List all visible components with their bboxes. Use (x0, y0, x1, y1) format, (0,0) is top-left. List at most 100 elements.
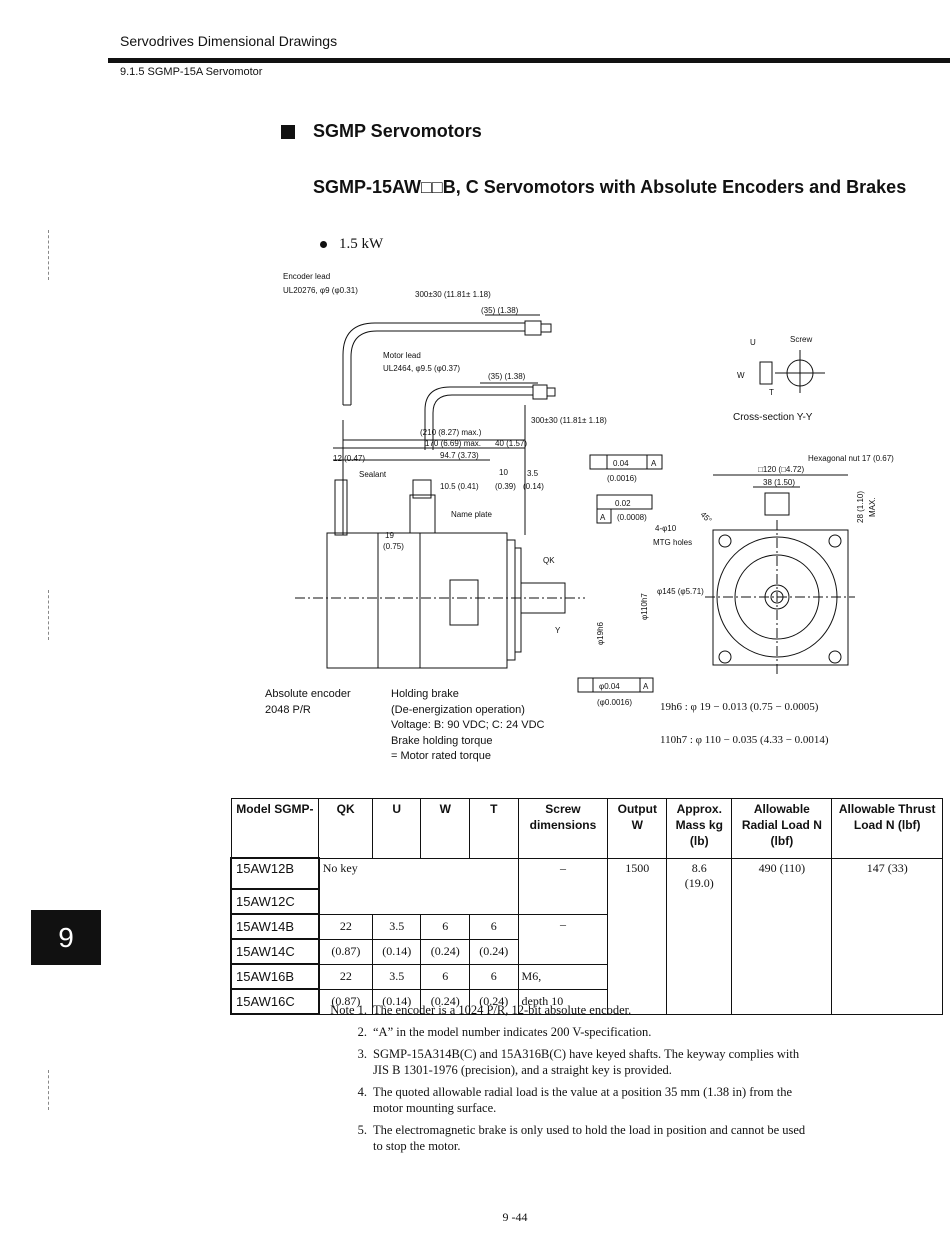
nameplate-label: Name plate (451, 510, 492, 519)
motor-lead-label: Motor lead (383, 351, 421, 360)
dim-19: 19 (385, 531, 394, 540)
screw-label: Screw (790, 335, 812, 344)
tol-perp-datum: A (651, 459, 657, 468)
tol-conc-datum: A (643, 682, 649, 691)
dim-38: 38 (1.50) (763, 478, 795, 487)
dim-210: (210 (8.27) max.) (420, 428, 482, 437)
col-mass: Approx. Mass kg (lb) (666, 798, 733, 859)
power-rating-value: 1.5 kW (339, 236, 384, 252)
hex-nut-label: Hexagonal nut 17 (0.67) (808, 454, 894, 463)
output-cell: 1500 (607, 857, 668, 1015)
page-number: 9 -44 (502, 1210, 528, 1224)
bullet-icon (320, 241, 327, 249)
shaft-110h7: φ110h7 (640, 593, 649, 620)
list-item: 5.The electromagnetic brake is only used… (357, 1123, 806, 1153)
col-output: Output W (607, 798, 668, 859)
fit-110h7: 110h7 : φ 110 − 0.035 (4.33 − 0.0014) (660, 734, 829, 746)
no-key-cell: No key (318, 857, 519, 915)
brake-torque-value: = Motor rated torque (391, 750, 491, 762)
dimensional-drawing: Encoder lead UL20276, φ9 (φ0.31) 300±30 … (265, 272, 894, 762)
brake-operation: (De-energization operation) (391, 704, 525, 716)
tol-perp-in: (0.0016) (607, 474, 637, 483)
dim-10-in: (0.39) (495, 482, 516, 491)
motor-lead-spec: UL2464, φ9.5 (φ0.37) (383, 364, 460, 373)
pcd-label: φ145 (φ5.71) (657, 587, 704, 596)
w-label: W (737, 371, 745, 380)
radial-load-cell: 490 (110) (731, 857, 833, 1015)
dim-170: 170 (6.69) max. (425, 439, 481, 448)
table-row: 15AW12C (230, 888, 943, 915)
motor-body (326, 532, 508, 669)
motor-connector-dim: (35) (1.38) (488, 372, 526, 381)
notes-list: Note 1.The encoder is a 1024 P/R, 12-bit… (312, 1002, 812, 1160)
dim-10: 10 (499, 468, 508, 477)
brake-torque: Brake holding torque (391, 735, 493, 747)
section-title: SGMP Servomotors (313, 121, 482, 141)
qk-label: QK (543, 556, 555, 565)
absolute-encoder-label: Absolute encoder (265, 688, 351, 700)
dim-35-in: (0.14) (523, 482, 544, 491)
encoder-connector (524, 320, 542, 336)
running-header: Servodrives Dimensional Drawings (120, 33, 338, 49)
dim-105: 10.5 (0.41) (440, 482, 479, 491)
sealant-label: Sealant (359, 470, 387, 479)
col-thrust: Allowable Thrust Load N (lbf) (831, 798, 943, 859)
table-row: 15AW16B 22 3.5 6 6 M6, (230, 963, 943, 990)
margin-mark (48, 1070, 50, 1110)
list-item: 2.“A” in the model number indicates 200 … (357, 1025, 652, 1039)
encoder-lead-spec: UL20276, φ9 (φ0.31) (283, 286, 358, 295)
header-rule (108, 58, 950, 63)
list-item: 4.The quoted allowable radial load is th… (357, 1085, 792, 1115)
tol-runout-datum: A (600, 513, 606, 522)
flange-label: □120 (□4.72) (758, 465, 804, 474)
dim-28-max: MAX. (868, 497, 877, 517)
tol-runout-in: (0.0008) (617, 513, 647, 522)
motor-lead-length: 300±30 (11.81± 1.18) (531, 416, 607, 425)
motor-connector (532, 384, 548, 400)
mtg-holes-label: 4-φ10 (655, 524, 677, 533)
dim-12: 12 (0.47) (333, 454, 365, 463)
encoder-connector-dim: (35) (1.38) (481, 306, 519, 315)
table-row: 15AW16C (0.87) (0.14) (0.24) (0.24) dept… (230, 988, 943, 1015)
t-label: T (769, 388, 774, 397)
chapter-tab: 9 (31, 910, 101, 965)
tolerance-frame (589, 454, 663, 470)
dim-19-in: (0.75) (383, 542, 404, 551)
col-screw: Screw dimensions (517, 798, 609, 859)
cross-section-label: Cross-section Y-Y (733, 412, 813, 423)
tol-conc: φ0.04 (599, 682, 620, 691)
col-model: Model SGMP- (230, 798, 320, 859)
encoder-resolution: 2048 P/R (265, 704, 311, 716)
margin-mark (48, 230, 50, 280)
col-radial: Allowable Radial Load N (lbf) (731, 798, 833, 859)
encoder-lead-length: 300±30 (11.81± 1.18) (415, 290, 491, 299)
angle-label: 45° (699, 510, 714, 525)
col-w: W (420, 798, 471, 859)
thrust-load-cell: 147 (33) (831, 857, 943, 1015)
dim-28: 28 (1.10) (856, 491, 865, 523)
dim-40: 40 (1.57) (495, 439, 527, 448)
col-qk: QK (318, 798, 373, 859)
mtg-holes-label-2: MTG holes (653, 538, 692, 547)
holding-brake-label: Holding brake (391, 688, 459, 700)
table-header-row: Model SGMP- QK U W T Screw dimensions Ou… (230, 798, 943, 859)
product-title: SGMP-15AW□□B, C Servomotors with Absolut… (313, 177, 907, 197)
u-label: U (750, 338, 756, 347)
table-row: 15AW14C (0.87) (0.14) (0.24) (0.24) (230, 938, 943, 965)
encoder-lead-label: Encoder lead (283, 272, 330, 281)
table-row: 15AW14B 22 3.5 6 6 – (230, 913, 943, 965)
tol-conc-in: (φ0.0016) (597, 698, 632, 707)
section-bullet-icon (281, 125, 295, 139)
power-rating: 1.5 kW (320, 236, 383, 253)
mass-cell: 8.6(19.0) (666, 857, 733, 1015)
encoder-cable (350, 330, 525, 405)
list-item: Note 1.The encoder is a 1024 P/R, 12-bit… (330, 1003, 632, 1017)
dim-35: 3.5 (527, 469, 539, 478)
margin-mark (48, 590, 50, 640)
shaft-19h6: φ19h6 (596, 621, 605, 645)
tol-perp: 0.04 (613, 459, 629, 468)
motor-cable (424, 386, 533, 450)
section-number: 9.1.5 SGMP-15A Servomotor (120, 66, 263, 78)
col-t: T (469, 798, 519, 859)
col-u: U (371, 798, 422, 859)
